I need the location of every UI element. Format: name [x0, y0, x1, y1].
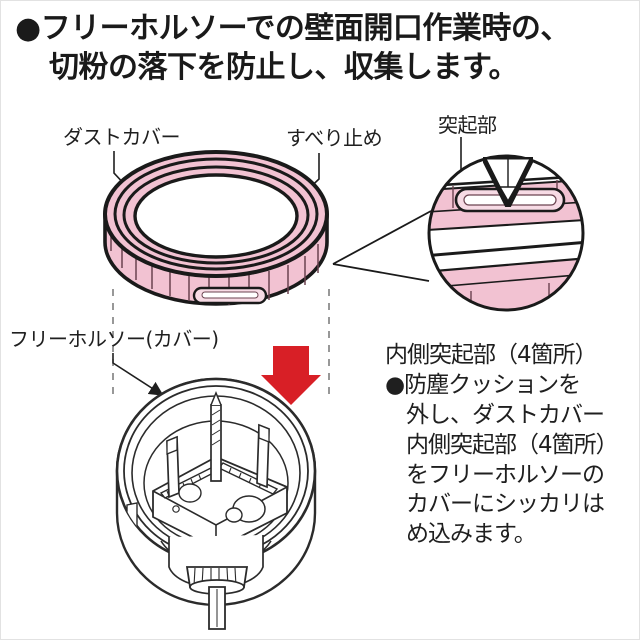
free-hole-saw-cover-part	[115, 377, 317, 630]
label-free-hole-saw: フリーホルソー(カバー)	[9, 327, 219, 351]
label-dust-cover: ダストカバー	[63, 125, 181, 149]
page-heading: ●フリーホルソーでの壁面開口作業時の、 切粉の落下を防止し、収集します。	[1, 9, 639, 87]
leader-free-hole-saw	[112, 353, 164, 396]
vertical-dashed-alignment-lines	[112, 289, 330, 401]
dust-cover-part	[103, 150, 329, 306]
instruction-bullet: ●	[385, 371, 405, 398]
inner-projection-heading: 内側突起部（4箇所）	[385, 342, 598, 368]
instruction-text-block: 内側突起部（4箇所） ●防塵クッションを 外し、ダストカバー 内側突起部（4箇所…	[385, 341, 637, 550]
dust-cover-front-tab	[192, 286, 268, 305]
heading-line-1: フリーホルソーでの壁面開口作業時の、	[40, 11, 571, 46]
instruction-line-5: カバーにシッカリは	[406, 491, 605, 518]
heading-line-2: 切粉の落下を防止し、収集します。	[49, 50, 519, 85]
red-down-arrow-icon	[261, 346, 321, 405]
instruction-line-3: 内側突起部（4箇所）	[406, 431, 619, 458]
instruction-line-4: をフリーホルソーの	[406, 461, 605, 488]
instruction-line-1: ●防塵クッションを	[385, 371, 581, 398]
label-projection: 突起部	[438, 113, 497, 137]
heading-bullet: ●	[15, 11, 41, 46]
label-non-slip: すべり止め	[286, 126, 383, 150]
instruction-line-6: め込みます。	[406, 521, 537, 548]
instruction-line-2: 外し、ダストカバー	[406, 401, 605, 428]
detail-callout-connector	[332, 210, 432, 282]
circular-detail-callout	[427, 154, 585, 312]
